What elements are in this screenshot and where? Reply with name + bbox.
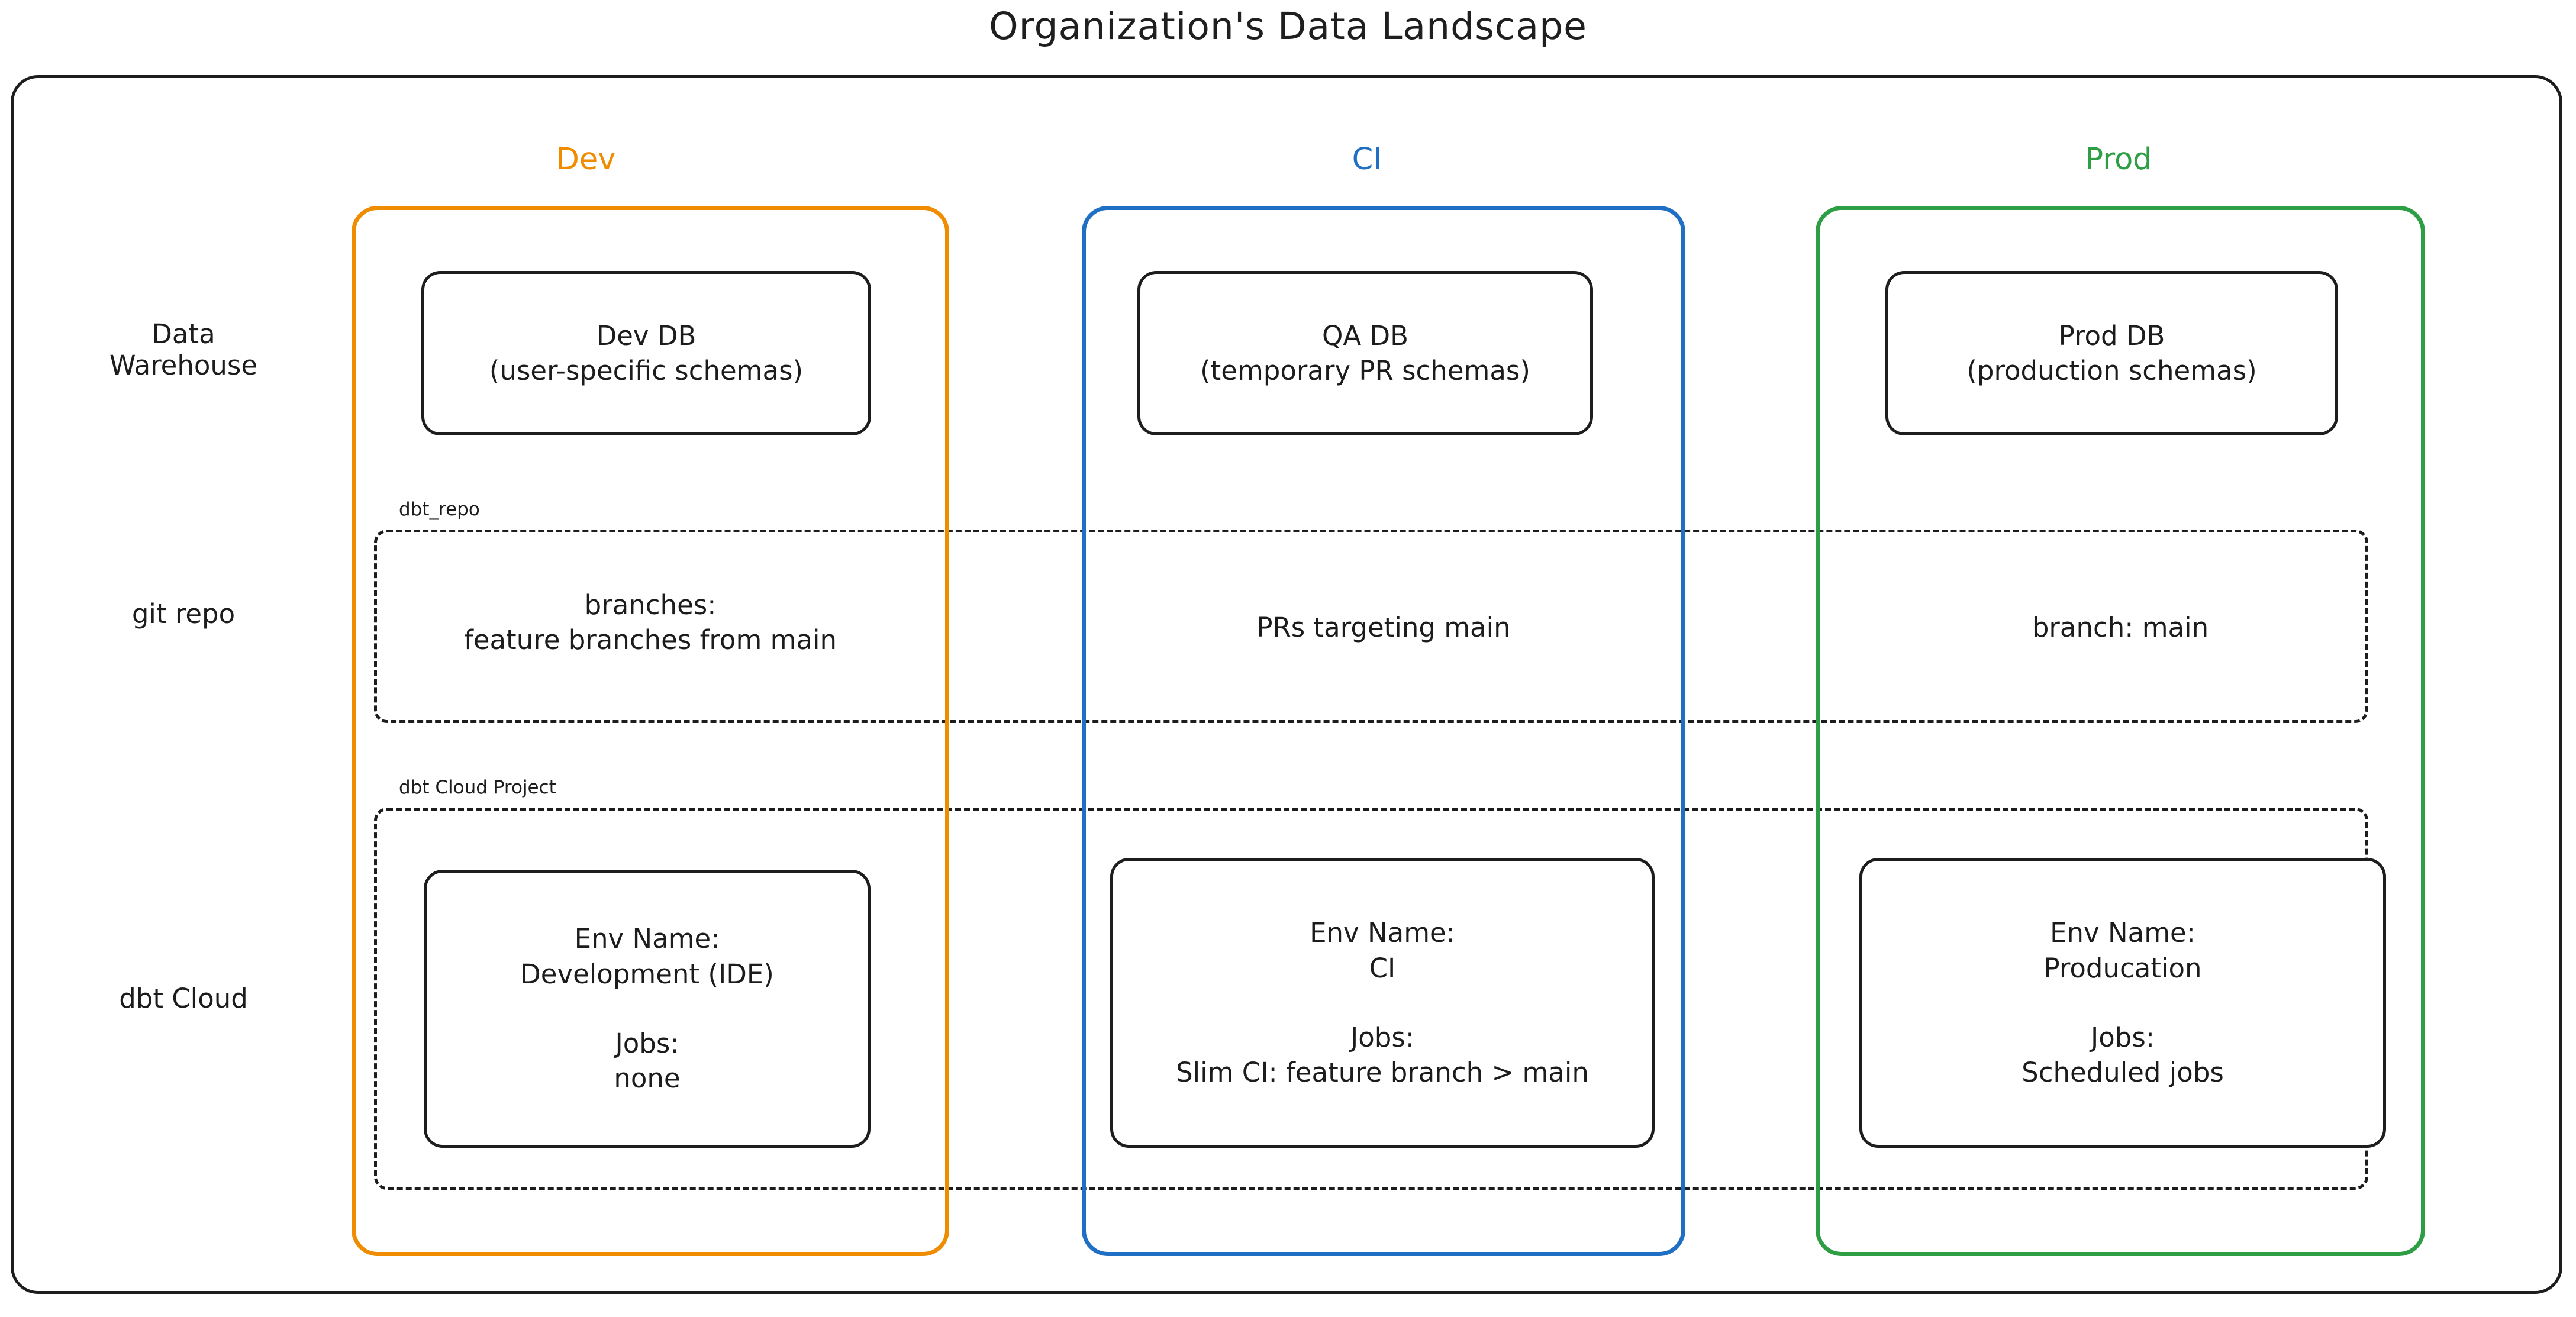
row-label-git-repo: git repo <box>36 598 331 630</box>
environment-column-dev <box>352 206 949 1256</box>
git-repo-line-1: PRs targeting main <box>1256 612 1511 643</box>
group-band-label-dbt-cloud-project: dbt Cloud Project <box>395 777 560 798</box>
git-repo-ci-text: PRs targeting main <box>1082 610 1685 645</box>
jobs-value: none <box>614 1063 681 1095</box>
node-dbt-cloud-ci-environment: Env Name: CI Jobs: Slim CI: feature bran… <box>1110 858 1655 1148</box>
node-subtitle: (temporary PR schemas) <box>1200 355 1530 386</box>
column-header-dev: Dev <box>556 142 616 177</box>
row-label-dbt-cloud: dbt Cloud <box>36 983 331 1014</box>
node-dbt-cloud-dev-environment: Env Name: Development (IDE) Jobs: none <box>424 870 871 1148</box>
node-dbt-cloud-prod-environment: Env Name: Producation Jobs: Scheduled jo… <box>1859 858 2386 1148</box>
jobs-label: Jobs: <box>615 1028 679 1059</box>
page-title: Organization's Data Landscape <box>989 5 1587 48</box>
jobs-label: Jobs: <box>2091 1022 2155 1053</box>
row-label-line-1: Data <box>151 318 215 350</box>
node-dev-database: Dev DB (user-specific schemas) <box>421 271 871 435</box>
group-band-dbt-repo <box>374 530 2368 723</box>
environment-column-prod <box>1816 206 2425 1256</box>
jobs-value: Slim CI: feature branch > main <box>1176 1057 1589 1089</box>
node-qa-database: QA DB (temporary PR schemas) <box>1137 271 1593 435</box>
git-repo-prod-text: branch: main <box>1816 610 2425 645</box>
row-label-line-1: dbt Cloud <box>119 983 248 1014</box>
node-title: QA DB <box>1321 319 1409 351</box>
column-header-ci: CI <box>1352 142 1382 177</box>
env-name-label: Env Name: <box>2050 917 2195 949</box>
env-name-value: CI <box>1369 952 1396 984</box>
node-title: Dev DB <box>596 319 697 351</box>
jobs-label: Jobs: <box>1350 1022 1414 1053</box>
node-title: Prod DB <box>2058 319 2165 351</box>
outer-frame <box>11 75 2562 1294</box>
env-name-value: Producation <box>2043 952 2202 984</box>
row-label-data-warehouse: Data Warehouse <box>36 318 331 381</box>
git-repo-dev-text: branches: feature branches from main <box>352 588 949 658</box>
row-label-line-2: Warehouse <box>109 350 258 382</box>
group-band-label-dbt-repo: dbt_repo <box>395 499 483 520</box>
git-repo-line-1: branch: main <box>2032 612 2209 643</box>
env-name-label: Env Name: <box>1310 917 1455 949</box>
node-prod-database: Prod DB (production schemas) <box>1885 271 2338 435</box>
jobs-value: Scheduled jobs <box>2022 1057 2224 1089</box>
node-subtitle: (production schemas) <box>1966 355 2257 386</box>
environment-column-ci <box>1082 206 1685 1256</box>
row-label-line-1: git repo <box>131 598 236 630</box>
column-header-prod: Prod <box>2085 142 2152 177</box>
git-repo-line-2: feature branches from main <box>463 624 837 656</box>
env-name-value: Development (IDE) <box>520 958 774 990</box>
node-subtitle: (user-specific schemas) <box>489 355 804 386</box>
git-repo-line-1: branches: <box>584 589 717 621</box>
env-name-label: Env Name: <box>574 923 720 955</box>
